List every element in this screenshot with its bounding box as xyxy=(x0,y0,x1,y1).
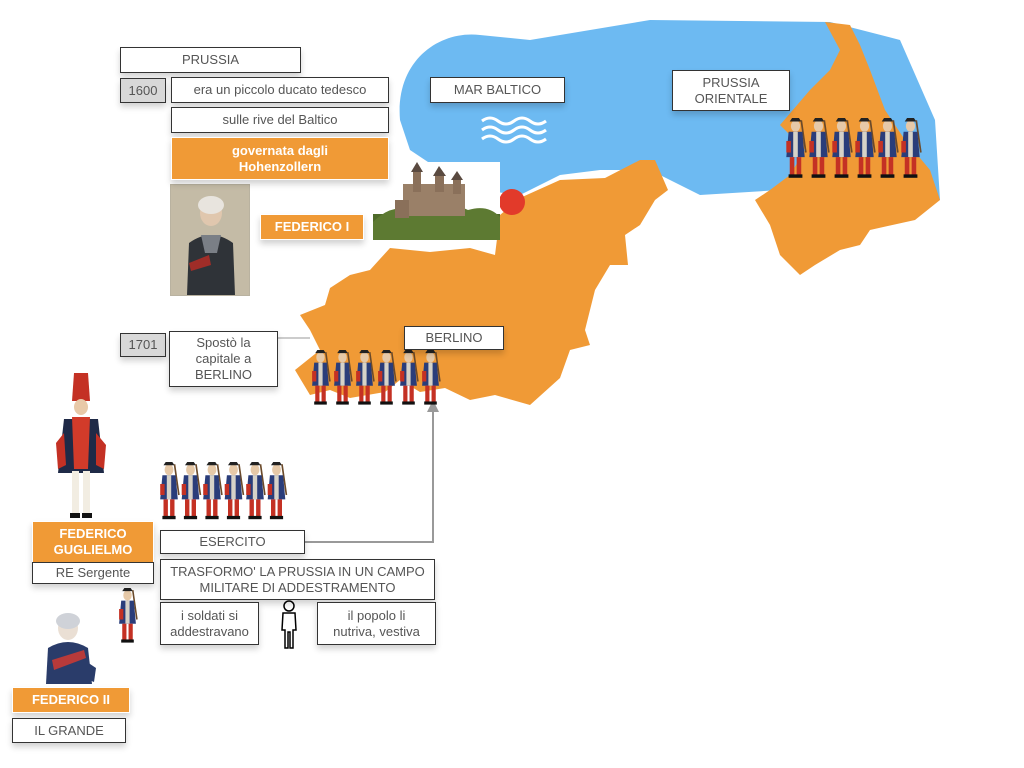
berlino-box: BERLINO xyxy=(404,326,504,350)
rive-baltico-label: sulle rive del Baltico xyxy=(222,112,338,127)
federico-ii-image xyxy=(46,613,96,684)
hohenzollern-label: governata dagli Hohenzollern xyxy=(231,142,329,174)
piccolo-ducato-label: era un piccolo ducato tedesco xyxy=(193,82,367,97)
mar-baltico-box: MAR BALTICO xyxy=(430,77,565,103)
soldier-figure xyxy=(224,462,245,520)
prussia-label: PRUSSIA xyxy=(181,52,240,67)
year-1701-badge: 1701 xyxy=(120,333,166,357)
federico-ii-box: FEDERICO II xyxy=(12,687,130,713)
soldier-figure xyxy=(356,350,375,405)
re-sergente-label: RE Sergente xyxy=(55,565,131,580)
capital-marker xyxy=(499,189,525,215)
soldier-figure xyxy=(878,118,899,178)
soldier-group-image xyxy=(160,462,288,520)
trasformo-label: TRASFORMO' LA PRUSSIA IN UN CAMPO MILITA… xyxy=(170,563,425,595)
prussia-orientale-box: PRUSSIA ORIENTALE xyxy=(672,70,790,111)
re-sergente-box: RE Sergente xyxy=(32,562,154,584)
soldier-figure xyxy=(267,462,288,520)
prussia-land xyxy=(295,160,668,405)
il-grande-box: IL GRANDE xyxy=(12,718,126,743)
soldier-figure xyxy=(422,350,441,405)
mar-baltico-label: MAR BALTICO xyxy=(453,82,542,97)
soldier-figure xyxy=(246,462,266,520)
soldier-figure xyxy=(809,118,830,178)
year-1600-label: 1600 xyxy=(128,82,158,98)
soldier-figure xyxy=(855,118,876,178)
soldati-label: i soldati si addestravano xyxy=(170,607,249,639)
prussia-orientale-label: PRUSSIA ORIENTALE xyxy=(694,74,768,106)
year-1600-badge: 1600 xyxy=(120,78,166,103)
portrait-image xyxy=(169,183,251,297)
single-soldier-image xyxy=(119,588,138,643)
soldati-box: i soldati si addestravano xyxy=(160,602,259,645)
person-icon xyxy=(281,600,297,649)
soldier-figure xyxy=(832,118,853,178)
esercito-box: ESERCITO xyxy=(160,530,305,554)
federico-ii-label: FEDERICO II xyxy=(31,692,110,707)
trasformo-box: TRASFORMO' LA PRUSSIA IN UN CAMPO MILITA… xyxy=(160,559,435,600)
soldier-group-image xyxy=(786,118,922,178)
soldier-figure xyxy=(378,350,397,405)
prussia-box: PRUSSIA xyxy=(120,47,301,73)
castle-image xyxy=(373,162,500,240)
army-arrow xyxy=(305,410,434,543)
berlino-label: BERLINO xyxy=(425,330,483,345)
soldier-group-image xyxy=(312,350,441,405)
esercito-label: ESERCITO xyxy=(199,534,266,549)
waves-icon xyxy=(481,116,547,144)
soldier-figure xyxy=(119,588,138,643)
arrow-head xyxy=(427,400,439,412)
year-1701-label: 1701 xyxy=(128,337,158,352)
soldier-figure xyxy=(334,350,353,405)
piccolo-ducato-box: era un piccolo ducato tedesco xyxy=(171,77,389,103)
federico-i-box: FEDERICO I xyxy=(260,214,364,240)
soldier-figure xyxy=(901,118,922,178)
soldier-figure xyxy=(181,462,202,520)
hohenzollern-box: governata dagli Hohenzollern xyxy=(171,137,389,180)
popolo-label: il popolo li nutriva, vestiva xyxy=(333,607,420,639)
federico-i-label: FEDERICO I xyxy=(274,219,350,234)
il-grande-label: IL GRANDE xyxy=(34,722,104,738)
soldier-figure xyxy=(160,462,180,520)
soldier-figure xyxy=(400,350,419,405)
federico-guglielmo-image xyxy=(56,373,106,518)
rive-baltico-box: sulle rive del Baltico xyxy=(171,107,389,133)
soldier-figure xyxy=(203,462,223,520)
soldier-figure xyxy=(312,350,331,405)
sposto-label: Spostò la capitale a BERLINO xyxy=(194,335,253,382)
soldier-figure xyxy=(786,118,807,178)
federico-guglielmo-label: FEDERICO GUGLIELMO xyxy=(53,526,133,557)
sposto-box: Spostò la capitale a BERLINO xyxy=(169,331,278,387)
federico-guglielmo-box: FEDERICO GUGLIELMO xyxy=(32,521,154,563)
popolo-box: il popolo li nutriva, vestiva xyxy=(317,602,436,645)
